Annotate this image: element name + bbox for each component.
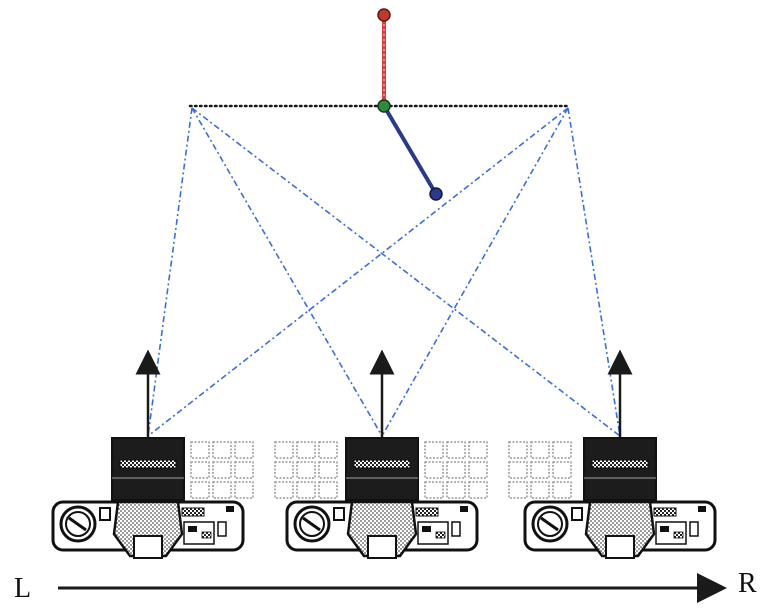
ghost-camera-slice xyxy=(446,441,466,499)
sightline-right-to-right xyxy=(567,107,621,437)
sightline-right-to-center xyxy=(381,107,569,437)
middle-joint xyxy=(377,99,391,113)
ghost-camera-slice xyxy=(530,441,550,499)
pendulum-linkage xyxy=(377,8,443,201)
ghost-camera-slice xyxy=(212,441,232,499)
camera-up-arrows xyxy=(135,349,633,438)
ghost-camera-slice xyxy=(274,441,294,499)
ghost-camera-slice xyxy=(190,441,210,499)
ghost-camera-slice xyxy=(552,441,572,499)
ghost-camera-slice xyxy=(468,441,488,499)
top-joint xyxy=(377,8,391,22)
lr-axis: L R xyxy=(14,568,757,604)
ghost-camera-slice xyxy=(318,441,338,499)
sightline-right-to-left xyxy=(147,107,569,437)
axis-left-label: L xyxy=(14,573,31,604)
cameras xyxy=(51,436,717,560)
sightline-left-to-left xyxy=(147,107,193,437)
sightline-left-to-right xyxy=(191,107,621,437)
sightlines xyxy=(147,107,621,437)
ghost-camera-slice xyxy=(234,441,254,499)
ghost-camera-slice xyxy=(508,441,528,499)
sightline-left-to-center xyxy=(191,107,383,437)
end-joint xyxy=(429,187,443,201)
ghost-camera-slice xyxy=(296,441,316,499)
lower-link xyxy=(382,104,438,196)
axis-right-label: R xyxy=(738,568,757,599)
ghost-camera-slice xyxy=(424,441,444,499)
